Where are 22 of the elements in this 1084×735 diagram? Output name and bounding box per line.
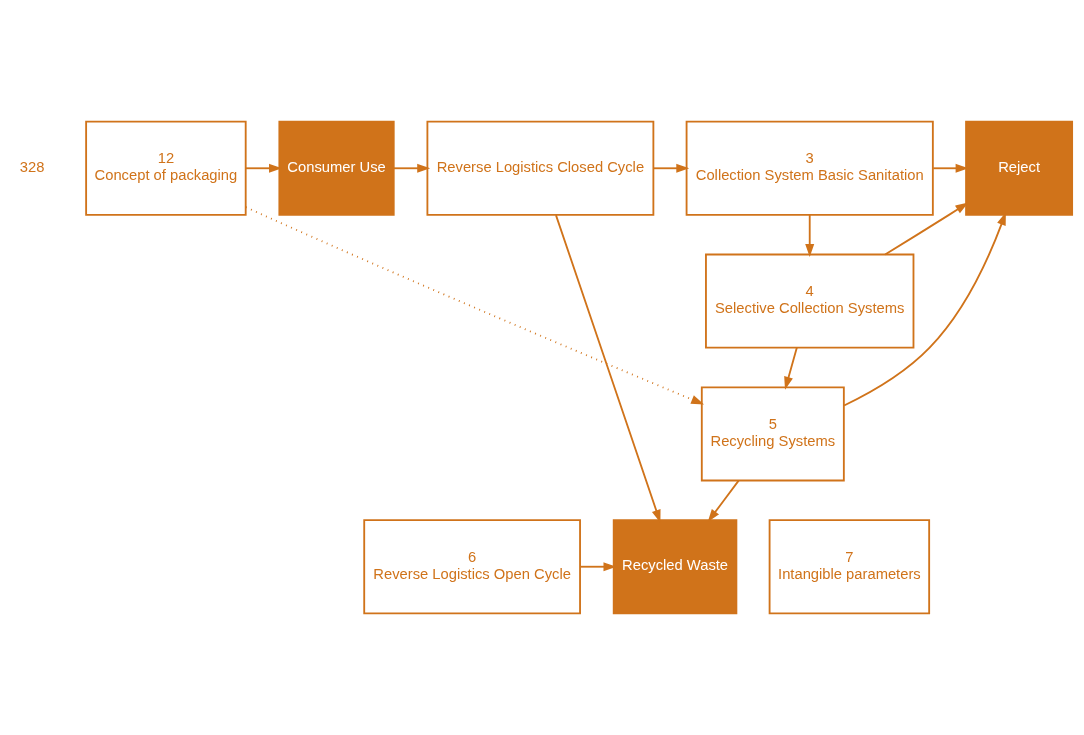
node-box: 12 Concept of packaging xyxy=(85,120,247,216)
node-box: Reject xyxy=(965,120,1074,216)
arrow xyxy=(244,206,705,405)
arrow xyxy=(652,163,690,173)
arrow xyxy=(884,202,969,256)
arrow xyxy=(244,163,282,173)
node-box: 7 Intangible parameters xyxy=(768,519,931,615)
node-box: 3 Collection System Basic Sanitation xyxy=(685,120,934,216)
arrow xyxy=(805,214,815,257)
node-box: Reverse Logistics Closed Cycle xyxy=(426,120,655,216)
arrow xyxy=(784,346,798,390)
node-box: 4 Selective Collection Systems xyxy=(705,253,915,349)
arrow xyxy=(932,163,969,173)
label: 328 xyxy=(19,158,45,175)
arrow xyxy=(392,163,431,173)
node-box: Recycled Waste xyxy=(612,519,738,615)
node-box: Consumer Use xyxy=(278,120,395,216)
arrow xyxy=(707,479,740,523)
node-box: 5 Recycling Systems xyxy=(700,386,845,482)
node-box: 6 Reverse Logistics Open Cycle xyxy=(363,519,581,615)
arrow xyxy=(555,214,661,523)
arrow xyxy=(843,212,1006,407)
